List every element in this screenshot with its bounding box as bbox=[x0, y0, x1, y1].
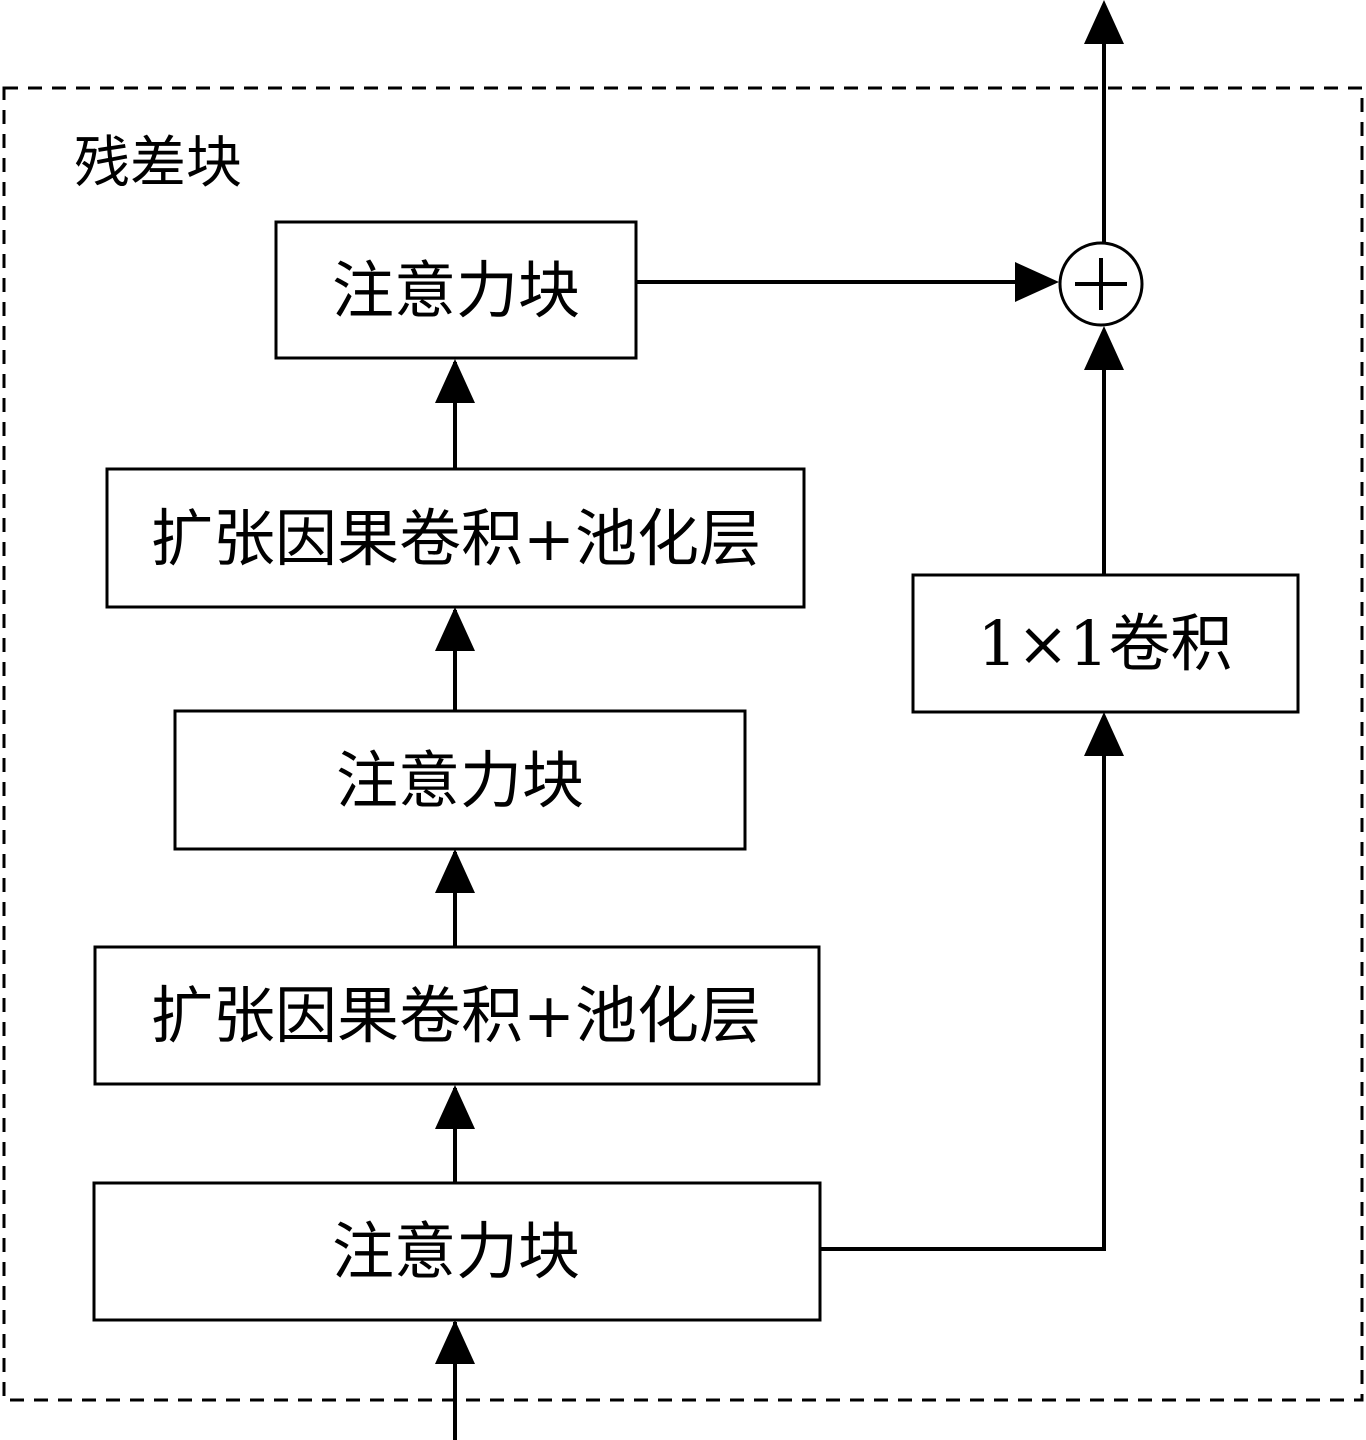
arrows bbox=[435, 0, 1124, 1440]
dilated-conv-block-lower: 扩张因果卷积+池化层 bbox=[93, 945, 821, 1086]
attention-block-top: 注意力块 bbox=[274, 220, 638, 360]
conv-1x1-block: 1×1卷积 bbox=[911, 573, 1300, 714]
attention-block-bottom-label: 注意力块 bbox=[332, 1215, 580, 1288]
dilated-conv-block-lower-label: 扩张因果卷积+池化层 bbox=[151, 979, 761, 1052]
conv-1x1-block-label: 1×1卷积 bbox=[978, 607, 1233, 680]
attention-block-middle-label: 注意力块 bbox=[336, 744, 584, 817]
adder-node bbox=[1058, 241, 1144, 327]
dilated-conv-block-upper: 扩张因果卷积+池化层 bbox=[105, 467, 806, 609]
dilated-conv-block-upper-label: 扩张因果卷积+池化层 bbox=[151, 502, 761, 575]
residual-block-label: 残差块 bbox=[74, 131, 242, 196]
residual-block-frame bbox=[2, 86, 1364, 1402]
attention-block-top-label: 注意力块 bbox=[332, 254, 580, 327]
attention-block-middle: 注意力块 bbox=[173, 709, 747, 851]
arrow-skip-connection bbox=[820, 750, 1106, 1251]
attention-block-bottom: 注意力块 bbox=[92, 1181, 822, 1322]
